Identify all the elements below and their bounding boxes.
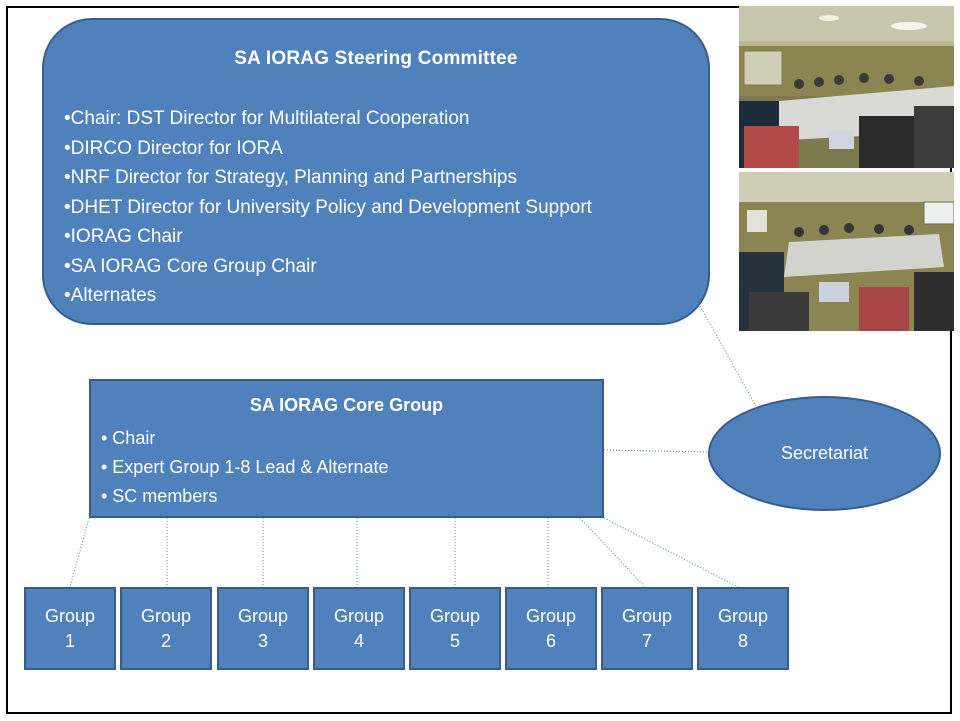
slide-frame [6,6,952,714]
connector-core-group-7 [579,517,646,588]
secretariat-ellipse: Secretariat [708,396,941,511]
secretariat-label: Secretariat [780,443,869,463]
group-label: Group [717,605,769,626]
core-group-item: • Expert Group 1-8 Lead & Alternate [101,457,389,477]
group-label: Group [237,605,289,626]
core-group-list: • Chair • Expert Group 1-8 Lead & Altern… [101,424,388,511]
steering-committee-title: SA IORAG Steering Committee [234,48,518,69]
connector-steering-secretariat [699,305,757,407]
group-7-box: Group 7 [601,587,693,670]
steering-committee-box: SA IORAG Steering Committee •Chair: DST … [42,18,710,325]
steering-committee-item: •DIRCO Director for IORA [64,137,283,159]
group-number: 2 [160,630,171,651]
group-label: Group [621,605,673,626]
group-number: 8 [737,630,748,651]
group-number: 5 [449,630,460,651]
group-4-box: Group 4 [313,587,405,670]
core-group-box: SA IORAG Core Group • Chair • Expert Gro… [89,379,604,518]
connector-core-secretariat [603,449,709,453]
group-1-box: Group 1 [24,587,116,670]
connector-core-group-1 [69,517,90,588]
group-label: Group [140,605,192,626]
steering-committee-item: •SA IORAG Core Group Chair [64,255,317,277]
group-number: 6 [545,630,556,651]
core-group-item: • SC members [101,486,218,506]
group-number: 7 [641,630,652,651]
connector-core-group-8 [603,517,739,588]
core-group-item: • Chair [101,428,156,448]
steering-committee-item: •IORAG Chair [64,226,183,247]
core-group-title: SA IORAG Core Group [249,395,444,415]
steering-committee-list: •Chair: DST Director for Multilateral Co… [64,104,592,311]
group-label: Group [525,605,577,626]
meeting-photo [739,6,954,168]
group-label: Group [429,605,481,626]
steering-committee-item: •Chair: DST Director for Multilateral Co… [64,108,470,129]
steering-committee-item: •NRF Director for Strategy, Planning and… [64,167,517,188]
group-number: 4 [353,630,364,651]
group-label: Group [44,605,96,626]
meeting-photo [739,172,954,331]
group-number: 3 [257,630,268,651]
group-6-box: Group 6 [505,587,597,670]
group-8-box: Group 8 [697,587,789,670]
group-5-box: Group 5 [409,587,501,670]
group-2-box: Group 2 [120,587,212,670]
steering-committee-item: •DHET Director for University Policy and… [64,196,592,218]
steering-committee-item: •Alternates [64,285,157,306]
group-3-box: Group 3 [217,587,309,670]
group-label: Group [333,605,385,626]
group-number: 1 [64,630,75,651]
